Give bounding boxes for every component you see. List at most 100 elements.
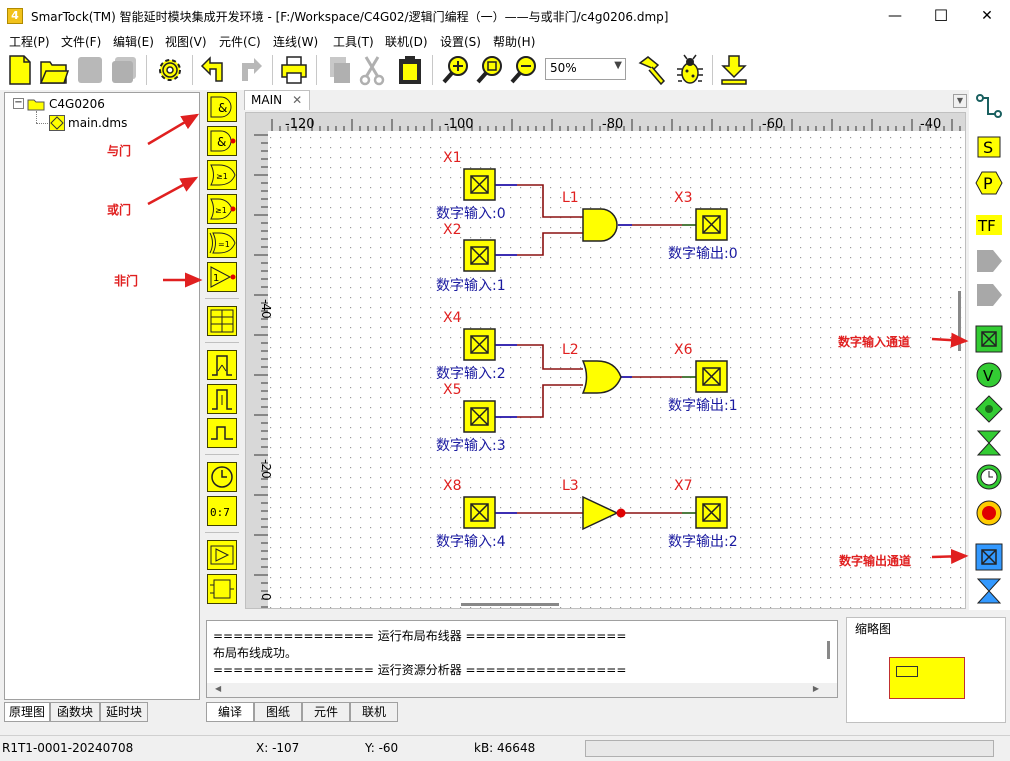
print-icon[interactable] <box>278 53 310 87</box>
tf-block-label: TF <box>977 217 996 235</box>
s-block-button[interactable]: S <box>974 132 1004 162</box>
clock-green-icon[interactable] <box>974 462 1004 492</box>
menu-file[interactable]: 文件(F) <box>61 35 102 49</box>
tab-online[interactable]: 联机 <box>350 702 398 722</box>
timer-display-icon[interactable]: 0:7 <box>207 496 237 526</box>
download-icon[interactable] <box>718 53 750 87</box>
menu-edit[interactable]: 编辑(E) <box>113 35 154 49</box>
and-gate-button[interactable]: & <box>207 92 237 122</box>
tab-compile[interactable]: 编译 <box>206 702 254 722</box>
wire[interactable] <box>496 184 583 218</box>
tree-root-label[interactable]: C4G0206 <box>49 97 105 111</box>
output-hourglass-icon[interactable] <box>974 576 1004 606</box>
status-y-coordinate: Y: -60 <box>365 741 399 755</box>
menu-help[interactable]: 帮助(H) <box>493 35 536 49</box>
output-vertical-scrollbar[interactable] <box>827 641 830 659</box>
truth-table-button[interactable] <box>207 306 237 336</box>
schematic-canvas[interactable]: -120 -100 -80 -60 -40 -40 -20 0 X1 数字输入:… <box>245 112 966 609</box>
tf-block-button[interactable]: TF <box>974 210 1004 240</box>
zoom-level-select[interactable]: 50%▼ <box>545 58 626 80</box>
zoom-in-icon[interactable] <box>440 53 472 87</box>
digital-output-x7[interactable]: X7 数字输出:2 <box>668 478 738 550</box>
not-gate-button[interactable]: 1 <box>207 262 237 292</box>
ruler-tick-label: -60 <box>762 117 783 132</box>
minimize-button[interactable]: — <box>888 8 902 24</box>
new-file-icon[interactable] <box>4 53 36 87</box>
open-folder-icon[interactable] <box>38 53 70 87</box>
tab-delay-block[interactable]: 延时块 <box>100 702 148 722</box>
menu-view[interactable]: 视图(V) <box>165 35 207 49</box>
digital-input-x4[interactable]: X4 数字输入:2 <box>436 310 506 382</box>
square-wave-button[interactable] <box>207 418 237 448</box>
menu-wire[interactable]: 连线(W) <box>273 35 319 49</box>
p-block-button[interactable]: P <box>974 168 1004 198</box>
vertical-scrollbar[interactable] <box>958 291 961 351</box>
indicator-light-icon[interactable] <box>974 498 1004 528</box>
tree-expander[interactable]: − <box>13 97 24 109</box>
menu-component[interactable]: 元件(C) <box>219 35 261 49</box>
tab-main[interactable]: MAIN✕ <box>244 90 310 110</box>
digital-output-x6[interactable]: X6 数字输出:1 <box>668 342 738 414</box>
settings-gear-icon[interactable] <box>154 53 186 87</box>
undo-icon[interactable] <box>198 53 230 87</box>
cut-icon[interactable] <box>356 53 388 87</box>
scroll-right-icon[interactable]: ▶ <box>812 684 819 693</box>
menu-project[interactable]: 工程(P) <box>9 35 50 49</box>
paste-icon[interactable] <box>394 53 426 87</box>
function-block-icon[interactable] <box>207 574 237 604</box>
tab-schematic[interactable]: 原理图 <box>4 702 50 722</box>
thumbnail-viewport[interactable] <box>889 657 965 699</box>
digital-output-channel-button[interactable] <box>974 542 1004 572</box>
tab-function-block[interactable]: 函数块 <box>50 702 100 722</box>
redo-icon[interactable] <box>234 53 266 87</box>
scroll-left-icon[interactable]: ◀ <box>215 684 222 693</box>
and-gate-l1[interactable]: L1 <box>562 190 618 242</box>
signal-diamond-icon[interactable] <box>974 394 1004 424</box>
maximize-button[interactable]: ☐ <box>933 6 949 25</box>
amplifier-block-icon[interactable] <box>207 540 237 570</box>
xor-gate-button[interactable]: =1 <box>207 228 237 258</box>
debug-bug-icon[interactable] <box>674 53 706 87</box>
close-button[interactable]: ✕ <box>981 8 993 24</box>
or-gate-button[interactable]: ≥1 <box>207 160 237 190</box>
zoom-out-icon[interactable] <box>508 53 540 87</box>
digital-input-channel-button[interactable] <box>974 324 1004 354</box>
copy-icon[interactable] <box>322 53 354 87</box>
hourglass-icon[interactable] <box>974 428 1004 458</box>
menu-online[interactable]: 联机(D) <box>385 35 428 49</box>
digital-input-x8[interactable]: X8 数字输入:4 <box>436 478 506 550</box>
digital-input-x5[interactable]: X5 数字输入:3 <box>436 382 506 454</box>
annotation-or: 或门 <box>107 203 132 217</box>
wire[interactable] <box>496 384 583 418</box>
wire[interactable] <box>496 344 583 370</box>
and-not-gate-button[interactable]: & <box>207 126 237 156</box>
output-horizontal-scrollbar[interactable]: ◀ ▶ <box>207 683 837 697</box>
digital-output-x3[interactable]: X3 数字输出:0 <box>668 190 738 262</box>
close-tab-icon[interactable]: ✕ <box>292 93 303 107</box>
tab-component[interactable]: 元件 <box>302 702 350 722</box>
build-hammer-icon[interactable] <box>636 53 668 87</box>
toolbar: 50%▼ <box>0 50 1010 90</box>
pulse-rising-button[interactable] <box>207 384 237 414</box>
digital-input-x1[interactable]: X1 数字输入:0 <box>436 150 506 222</box>
arrow-block-icon[interactable] <box>974 280 1004 310</box>
horizontal-scrollbar[interactable] <box>461 603 559 606</box>
clock-icon[interactable] <box>207 462 237 492</box>
menu-settings[interactable]: 设置(S) <box>440 35 481 49</box>
or-not-gate-button[interactable]: ≥1 <box>207 194 237 224</box>
save-icon[interactable] <box>74 53 106 87</box>
arrow-block-icon[interactable] <box>974 246 1004 276</box>
wire[interactable] <box>496 232 583 256</box>
or-gate-l2[interactable]: L2 <box>562 342 622 394</box>
menu-tools[interactable]: 工具(T) <box>333 35 374 49</box>
pulse-falling-button[interactable] <box>207 350 237 380</box>
save-all-icon[interactable] <box>108 53 140 87</box>
tab-list-chevron-icon[interactable]: ▼ <box>953 94 967 108</box>
tree-item-main[interactable]: main.dms <box>68 116 128 130</box>
tab-drawing[interactable]: 图纸 <box>254 702 302 722</box>
zoom-fit-icon[interactable] <box>474 53 506 87</box>
wire-tool-icon[interactable] <box>974 92 1004 122</box>
v-block-button[interactable]: V <box>974 360 1004 390</box>
not-gate-l3[interactable]: L3 <box>562 478 626 531</box>
digital-input-x2[interactable]: X2 数字输入:1 <box>436 222 506 294</box>
